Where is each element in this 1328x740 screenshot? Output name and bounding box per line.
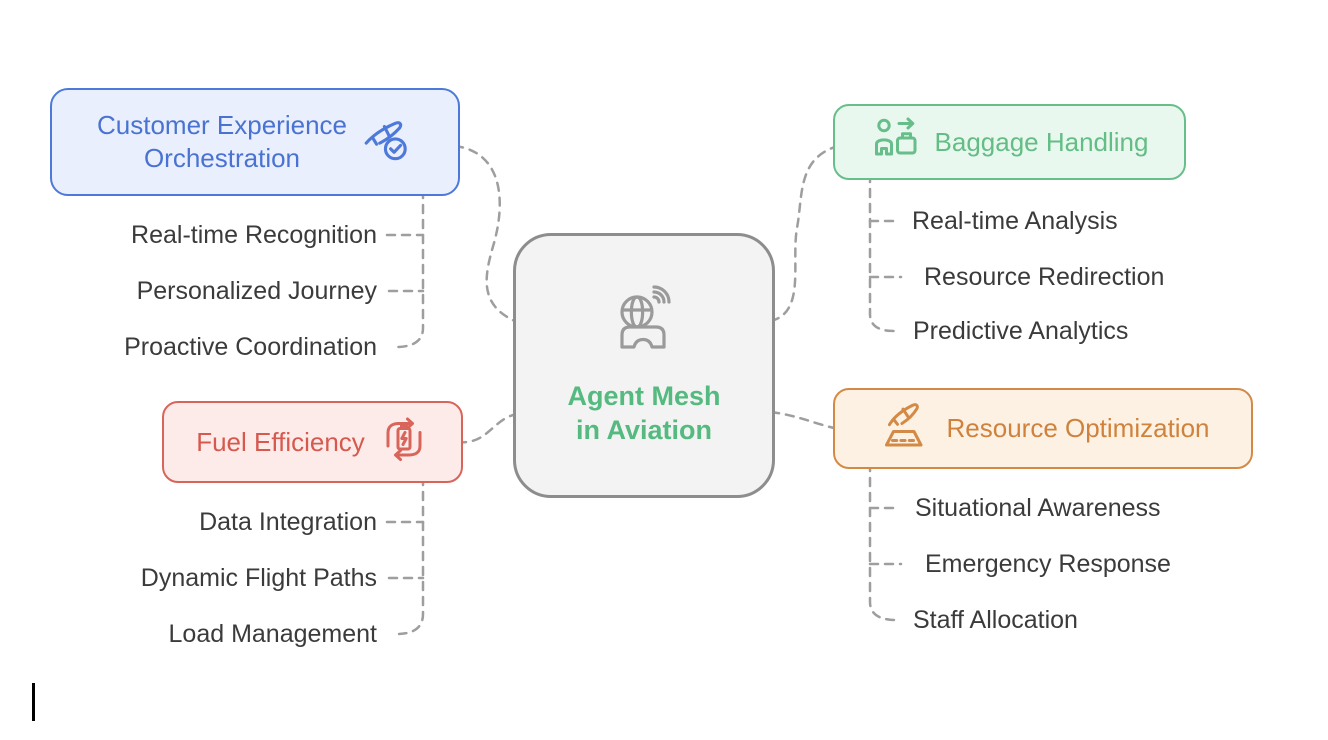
branch-node-fuel-efficiency: Fuel Efficiency bbox=[162, 401, 463, 483]
root-node: Agent Mesh in Aviation bbox=[513, 233, 775, 498]
leaf-staff-allocation: Staff Allocation bbox=[913, 606, 1078, 634]
branch-label: Resource Optimization bbox=[946, 413, 1210, 443]
plane-takeoff-icon bbox=[877, 401, 931, 456]
leaf-emergency-response: Emergency Response bbox=[925, 550, 1171, 578]
branch-label: Fuel Efficiency bbox=[196, 426, 365, 457]
branch-label-line2: Orchestration bbox=[143, 143, 301, 173]
battery-recycle-icon bbox=[379, 415, 429, 470]
leaf-personalized-journey: Personalized Journey bbox=[136, 277, 377, 305]
leaf-real-time-recognition: Real-time Recognition bbox=[131, 221, 377, 249]
connector-center-to-red bbox=[456, 412, 519, 444]
connector-center-to-blue bbox=[453, 144, 519, 324]
branch-label-line1: Customer Experience bbox=[97, 110, 347, 140]
leaf-resource-redirection: Resource Redirection bbox=[924, 263, 1165, 291]
leaf-predictive-analytics: Predictive Analytics bbox=[913, 317, 1129, 345]
leaf-situational-awareness: Situational Awareness bbox=[915, 494, 1161, 522]
branch-label: Baggage Handling bbox=[934, 126, 1149, 157]
leaf-dynamic-flight-paths: Dynamic Flight Paths bbox=[140, 564, 377, 592]
leaf-data-integration: Data Integration bbox=[199, 508, 377, 536]
text-cursor[interactable] bbox=[32, 683, 35, 721]
branch-node-customer-experience: Customer Experience Orchestration bbox=[50, 88, 460, 196]
branch-node-baggage-handling: Baggage Handling bbox=[833, 104, 1186, 180]
person-baggage-icon bbox=[871, 115, 921, 170]
branch-node-resource-optimization: Resource Optimization bbox=[833, 388, 1253, 469]
leaf-real-time-analysis: Real-time Analysis bbox=[912, 207, 1118, 235]
connector-red-rail bbox=[397, 475, 425, 636]
leaf-proactive-coordination: Proactive Coordination bbox=[124, 333, 377, 361]
connector-center-to-orange bbox=[769, 410, 840, 431]
leaf-load-management: Load Management bbox=[168, 620, 377, 648]
connector-center-to-green bbox=[769, 144, 840, 323]
root-title-line1: Agent Mesh bbox=[567, 381, 721, 411]
globe-network-vr-icon bbox=[606, 284, 682, 365]
root-title-line2: in Aviation bbox=[575, 415, 712, 445]
connector-green-rail bbox=[868, 172, 896, 333]
connector-blue-rail bbox=[396, 188, 425, 349]
plane-check-icon bbox=[361, 114, 413, 171]
connector-orange-rail bbox=[868, 461, 896, 622]
